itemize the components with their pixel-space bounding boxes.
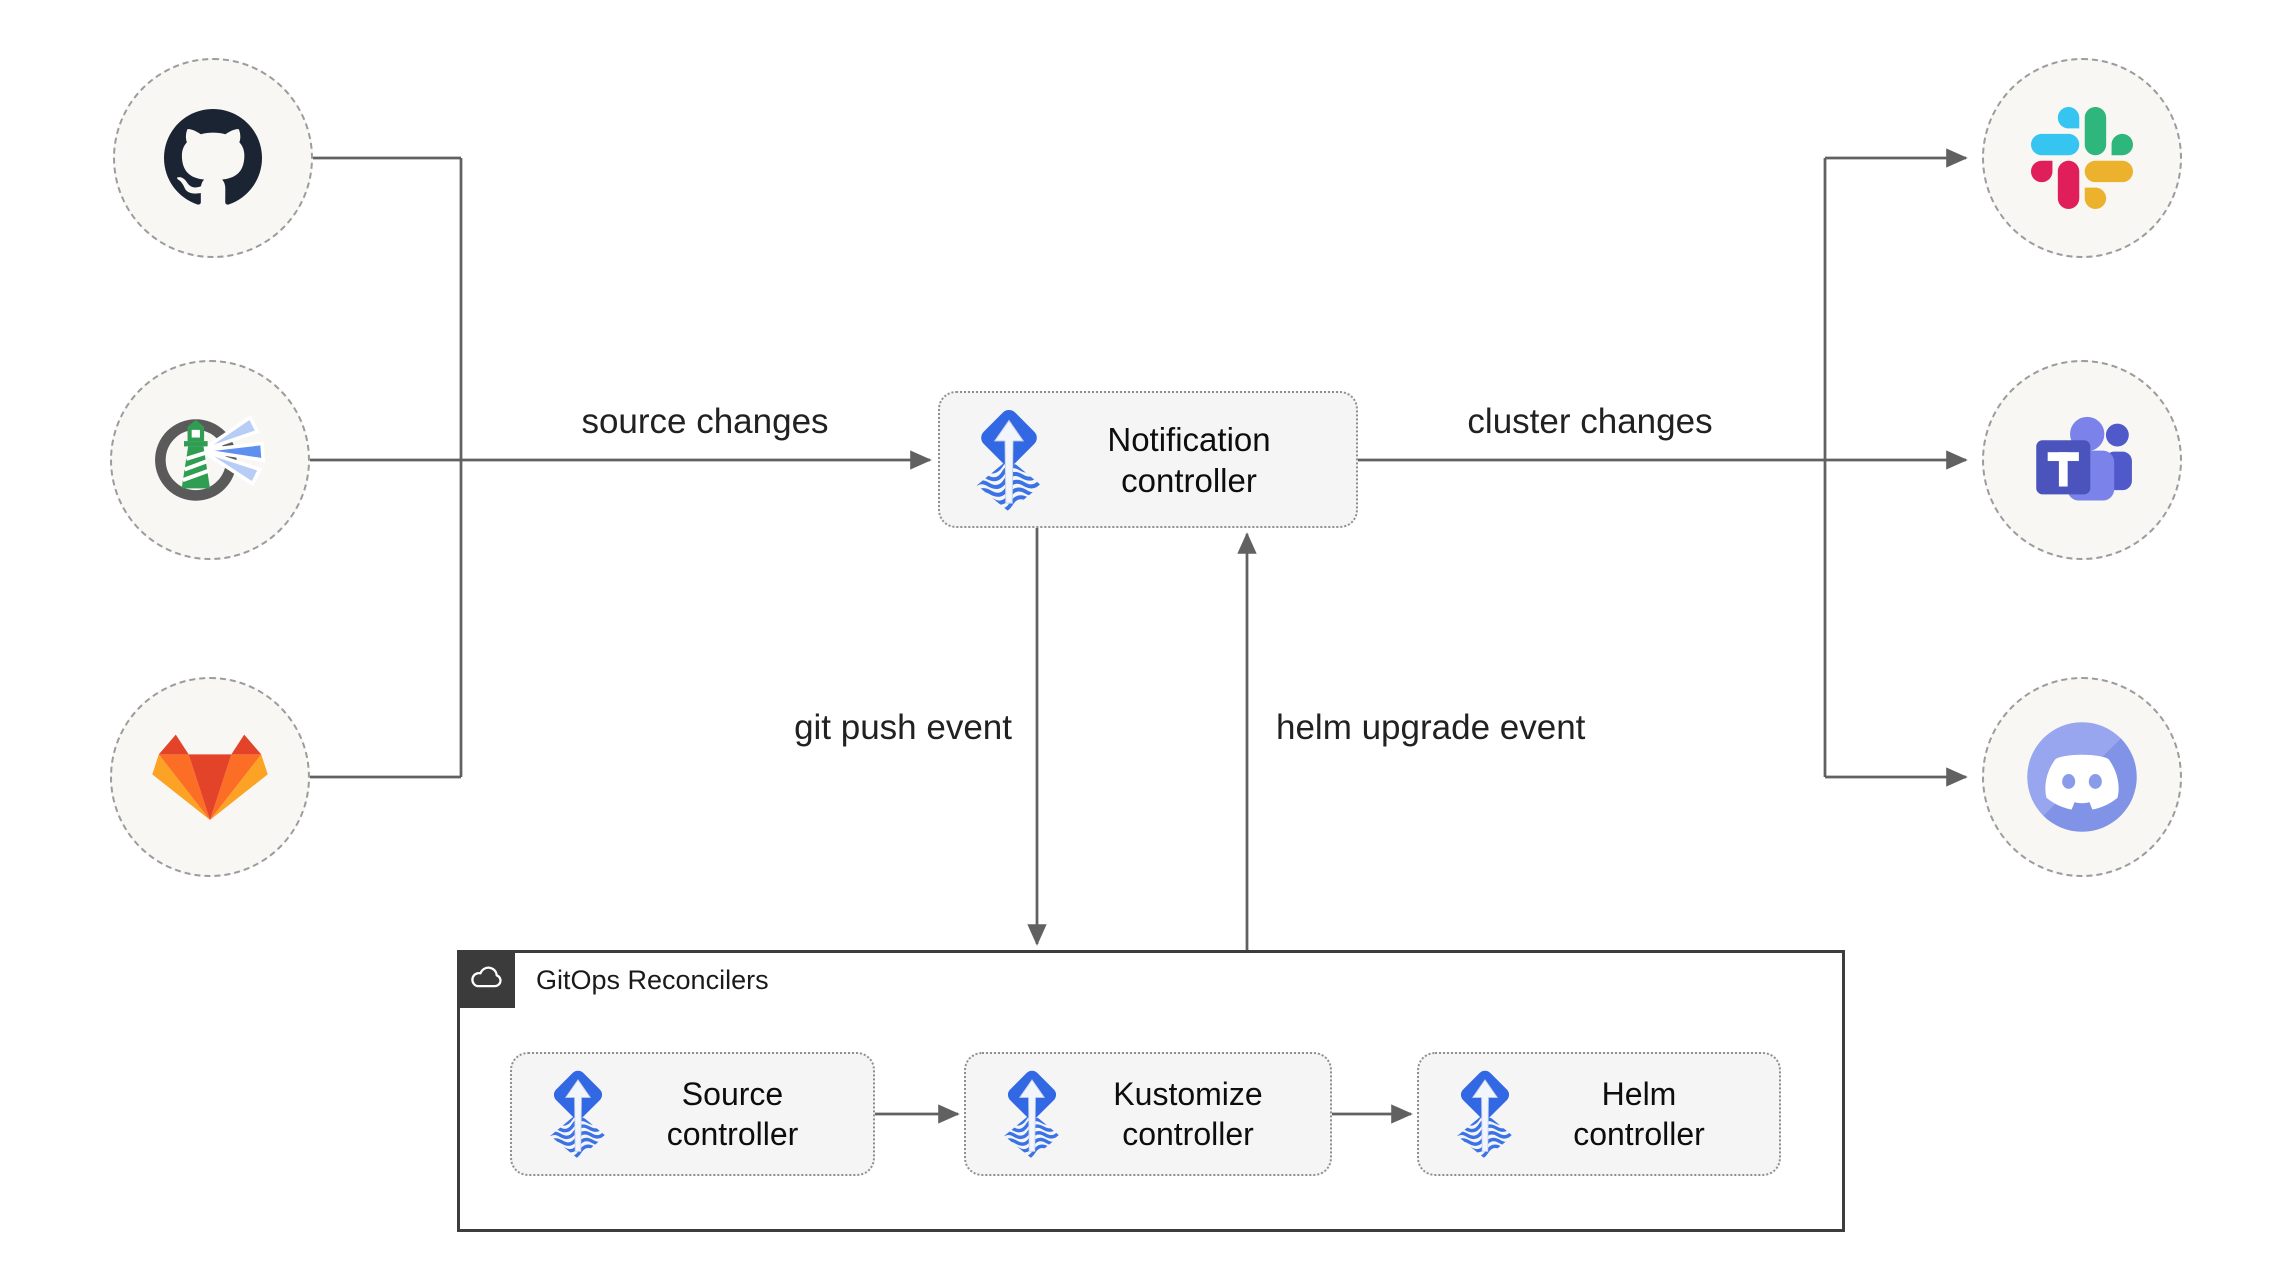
notification-controller-label-line2: controller (1121, 461, 1257, 499)
helm-controller-label-line2: controller (1573, 1116, 1705, 1152)
container-corner-badge (457, 950, 515, 1008)
harbor-icon (155, 414, 266, 501)
notification-controller-box: Notification controller (938, 391, 1358, 528)
kustomize-controller-label: Kustomize controller (1064, 1074, 1312, 1154)
helm-controller-box: Helm controller (1417, 1052, 1781, 1176)
source-controller-box: Source controller (510, 1052, 875, 1176)
edge-label-helm-upgrade-event: helm upgrade event (1276, 708, 1586, 747)
gitlab-icon (152, 734, 268, 820)
source-controller-label-line1: Source (681, 1076, 784, 1112)
flux-icon (546, 1069, 610, 1159)
cloud-icon (471, 966, 502, 988)
helm-controller-label: Helm controller (1517, 1074, 1761, 1154)
target-node-teams (1982, 360, 2182, 560)
kustomize-controller-box: Kustomize controller (964, 1052, 1332, 1176)
flux-icon (1000, 1069, 1064, 1159)
gitops-reconcilers-container: GitOps Reconcilers (457, 950, 1845, 1232)
teams-icon (2036, 416, 2132, 501)
source-node-github (113, 58, 313, 258)
target-node-discord (1982, 677, 2182, 877)
container-title: GitOps Reconcilers (536, 965, 769, 995)
edge-label-source-changes: source changes (581, 402, 829, 441)
target-node-slack (1982, 58, 2182, 258)
slack-icon (2031, 107, 2133, 209)
notification-controller-label-line1: Notification (1107, 420, 1271, 458)
edge-label-git-push-event: git push event (794, 708, 1012, 747)
flux-icon (1453, 1069, 1517, 1159)
github-icon (164, 109, 262, 205)
discord-icon (2027, 722, 2137, 832)
source-node-harbor (110, 360, 310, 560)
kustomize-controller-label-line2: controller (1122, 1116, 1254, 1152)
kustomize-controller-label-line1: Kustomize (1113, 1076, 1263, 1112)
source-controller-label: Source controller (610, 1074, 855, 1154)
source-node-gitlab (110, 677, 310, 877)
edge-label-cluster-changes: cluster changes (1467, 402, 1713, 441)
helm-controller-label-line1: Helm (1601, 1076, 1677, 1112)
flux-icon (972, 408, 1046, 512)
notification-controller-label: Notification controller (1046, 419, 1332, 501)
source-controller-label-line2: controller (666, 1116, 799, 1152)
